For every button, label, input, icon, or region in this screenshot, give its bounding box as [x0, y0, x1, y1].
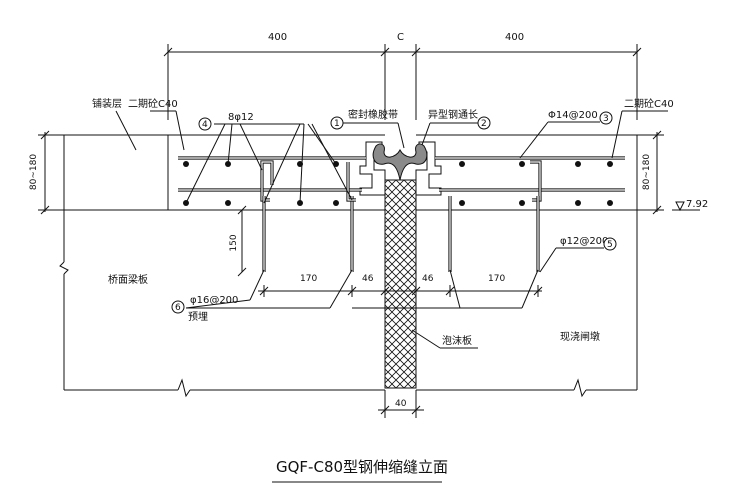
- label-stud-bars: φ12@200: [560, 236, 608, 247]
- elevation-mark: [672, 201, 700, 212]
- label-concrete-left: 二期砼C40: [128, 97, 178, 110]
- right-spacing-label: 170: [488, 274, 505, 284]
- left-spacing-label: 170: [300, 274, 317, 284]
- rebar-cage-left: [178, 156, 366, 272]
- label-main-bars: 8φ12: [228, 112, 254, 123]
- callout-6: 6: [175, 303, 181, 313]
- left-height-dimension: [38, 130, 66, 215]
- foam-width-dimension: [378, 390, 424, 418]
- callout-6-circle: [171, 300, 185, 314]
- spacing-dimension-line: [258, 285, 543, 297]
- callout-5-circle: [603, 237, 617, 251]
- stud-height-label: 150: [229, 234, 239, 251]
- left-offset-label: 46: [362, 274, 374, 284]
- callout-3-circle: [599, 111, 613, 125]
- concrete-outline: [59, 134, 638, 398]
- right-height-label: 80~180: [642, 154, 652, 190]
- main-bars-leaders: [185, 123, 353, 204]
- dimension-gap: C: [397, 32, 404, 43]
- callout-1: 1: [334, 119, 340, 129]
- foam-board: [384, 179, 417, 389]
- dimension-right-width: 400: [505, 32, 524, 43]
- label-embedded: 预埋: [188, 311, 208, 323]
- label-cast-in-place: 现浇闸墩: [560, 330, 600, 343]
- drawing-title: GQF-C80型钢伸缩缝立面: [276, 458, 448, 476]
- stud-height-dimension: [237, 205, 247, 277]
- label-beam-plate: 桥面梁板: [108, 273, 148, 286]
- left-height-label: 80~180: [29, 154, 39, 190]
- callout-2: 2: [481, 119, 487, 129]
- label-foam-board: 泡沫板: [442, 334, 472, 347]
- rebar-dots-left: [183, 161, 339, 206]
- callout-4-circle: [198, 117, 212, 131]
- elevation-label: 7.92: [686, 199, 708, 210]
- label-anchor-bars: φ16@200: [190, 295, 238, 306]
- right-offset-label: 46: [422, 274, 434, 284]
- label-seal-strip: 密封橡胶带: [348, 108, 398, 121]
- top-dimension-line: [163, 44, 642, 120]
- foam-width-label: 40: [395, 399, 407, 409]
- right-height-dimension: [637, 130, 664, 215]
- callout-3: 3: [603, 114, 609, 124]
- label-stirrup-right: Φ14@200: [548, 110, 598, 121]
- label-concrete-right: 二期砼C40: [624, 97, 674, 110]
- rebar-cage-right: [435, 156, 625, 272]
- rebar-dots-right: [459, 161, 613, 206]
- rubber-seal: [372, 143, 428, 181]
- callout-5: 5: [607, 240, 613, 250]
- dimension-left-width: 400: [268, 32, 287, 43]
- callout-4: 4: [202, 120, 208, 130]
- label-pavement: 铺装层: [92, 97, 122, 110]
- label-steel-profile: 异型钢通长: [428, 108, 478, 121]
